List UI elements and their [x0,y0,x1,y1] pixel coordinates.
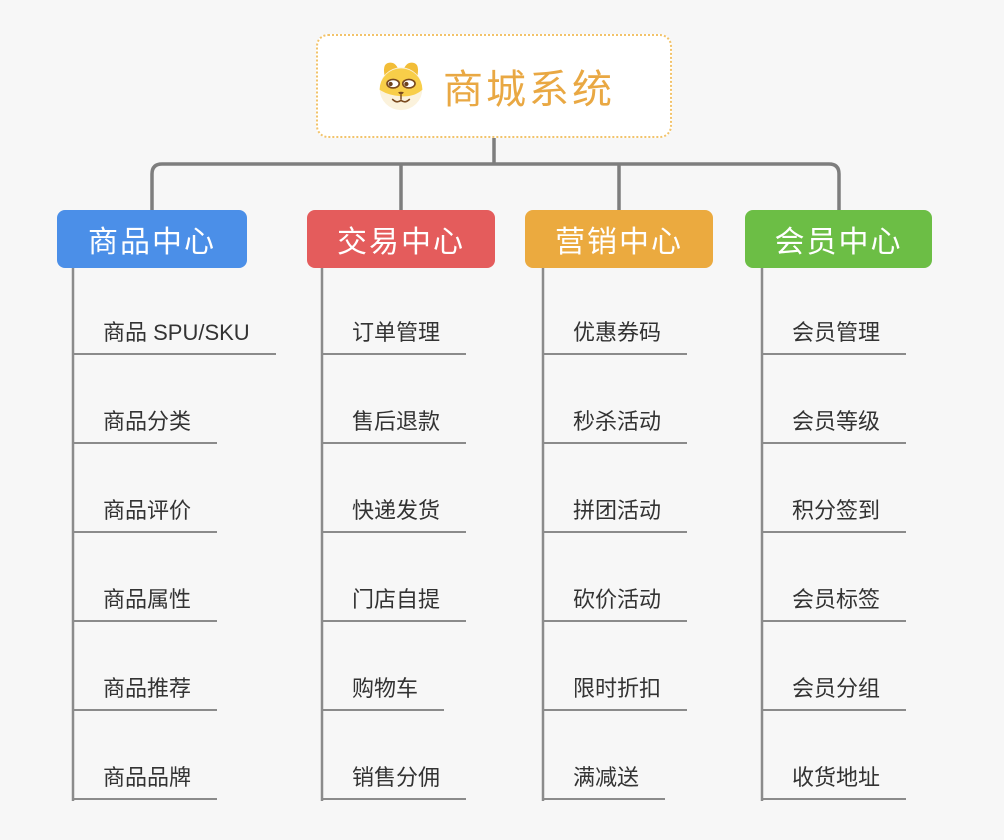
leaf-topic[interactable]: 售后退款 [322,398,467,444]
leaf-topic[interactable]: 商品推荐 [73,665,218,711]
leaf-topic[interactable]: 会员管理 [762,309,907,355]
branch-product-center[interactable]: 商品中心 [57,210,247,268]
branch-label: 营销中心 [555,226,683,259]
leaf-topic[interactable]: 砍价活动 [543,576,688,622]
leaf-topic[interactable]: 商品分类 [73,398,218,444]
leaf-topic[interactable]: 销售分佣 [322,754,467,800]
leaf-topic[interactable]: 会员等级 [762,398,907,444]
branch-label: 交易中心 [337,226,465,259]
leaf-topic[interactable]: 拼团活动 [543,487,688,533]
leaf-topic[interactable]: 商品属性 [73,576,218,622]
branch-label: 会员中心 [774,226,903,259]
leaf-topic[interactable]: 商品品牌 [73,754,218,800]
leaf-topic[interactable]: 秒杀活动 [543,398,688,444]
branch-trade-center[interactable]: 交易中心 [307,210,495,268]
leaf-topic[interactable]: 会员标签 [762,576,907,622]
root-topic[interactable]: 商城系统 [316,34,672,138]
leaf-topic[interactable]: 会员分组 [762,665,907,711]
branch-member-center[interactable]: 会员中心 [745,210,932,268]
leaf-topic[interactable]: 订单管理 [322,309,467,355]
root-topic-title: 商城系统 [443,68,615,112]
leaf-topic[interactable]: 商品评价 [73,487,218,533]
leaf-topic[interactable]: 限时折扣 [543,665,688,711]
leaf-topic[interactable]: 积分签到 [762,487,907,533]
leaf-topic[interactable]: 购物车 [322,665,445,711]
leaf-topic[interactable]: 满减送 [543,754,666,800]
leaf-topic[interactable]: 商品 SPU/SKU [73,309,276,355]
leaf-topic[interactable]: 快递发货 [322,487,467,533]
leaf-topic[interactable]: 优惠券码 [543,309,688,355]
branch-marketing-center[interactable]: 营销中心 [525,210,713,268]
branch-label: 商品中心 [88,226,216,259]
dog-face-icon [379,62,423,111]
leaf-topic[interactable]: 门店自提 [322,576,467,622]
leaf-topic[interactable]: 收货地址 [762,754,907,800]
